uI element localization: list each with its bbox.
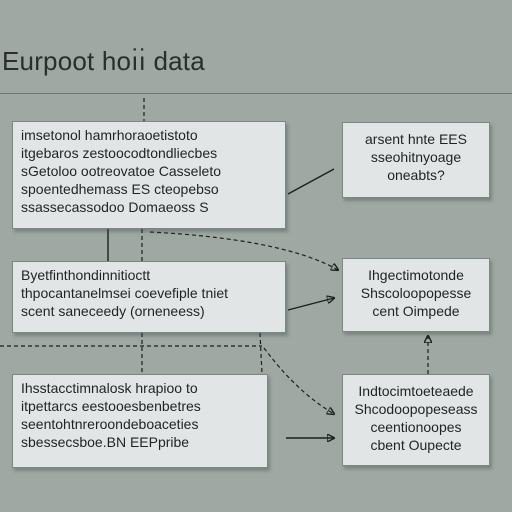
box-text-line: Byetfinthondinnitioctt <box>21 267 151 283</box>
box-text-line: thpocantanelmsei coevefiple tniet <box>21 285 229 301</box>
output-box-right-3: Indtocimtoeteaede Shcodoopopeseass ceent… <box>342 374 490 466</box>
box-text-line: Indtocimtoeteaede <box>358 383 474 399</box>
box-text-line: scent saneceedy (orneneess) <box>21 303 205 319</box>
box-text-line: Ihsstacctimnalosk hrapioo to <box>21 380 198 396</box>
process-box-left-3: Ihsstacctimnalosk hrapioo to itpettarcs … <box>12 374 268 468</box>
box-text-line: spoentedhemass ES cteopebso <box>21 181 219 197</box>
box-text-line: seentohtnreroondeboaceties <box>21 416 199 432</box>
process-box-left-2: Byetfinthondinnitioctt thpocantanelmsei … <box>12 261 286 333</box>
box-text-line: arsent hnte EES <box>365 131 467 147</box>
box-text-line: cent Oimpede <box>372 303 460 319</box>
output-box-right-1: arsent hnte EES sseohitnyoage oneabts? <box>342 122 490 198</box>
box-text-line: imsetonol hamrhoraoetistoto <box>21 127 198 143</box>
connector-dotted-right-l2 <box>259 332 263 375</box>
connector-curve-l2-r3 <box>263 347 334 414</box>
box-text-line: Shscoloopopesse <box>360 285 472 301</box>
box-text-line: sbessecsboe.BN EEPpribe <box>21 434 190 450</box>
box-text-line: itpettarcs eestooesbenbetres <box>21 398 201 414</box>
box-text-line: itgebaros zestoocodtondliecbes <box>21 145 218 161</box>
box-text-line: sGetoloo ootreovatoe Casseleto <box>21 163 222 179</box>
box-text-line: cbent Oupecte <box>370 437 462 453</box>
output-box-right-2: Ihgectimotonde Shscoloopopesse cent Oimp… <box>342 258 490 332</box>
process-box-left-1: imsetonol hamrhoraoetistoto itgebaros ze… <box>12 121 286 229</box>
box-text-line: Shcodoopopeseass <box>354 401 478 417</box>
box-text-line: ceentionoopes <box>370 419 462 435</box>
header-divider <box>0 93 512 94</box>
box-text-line: ssassecassodoo Domaeoss S <box>21 199 209 215</box>
connector-l1-r1 <box>287 168 335 195</box>
page-title: Eurpoot hoı̇ı̇ data <box>2 46 205 76</box>
connector-l2-r2 <box>287 298 334 311</box>
box-text-line: sseohitnyoage <box>370 149 462 165</box>
box-text-line: oneabts? <box>387 167 445 183</box>
box-text-line: Ihgectimotonde <box>368 267 464 283</box>
